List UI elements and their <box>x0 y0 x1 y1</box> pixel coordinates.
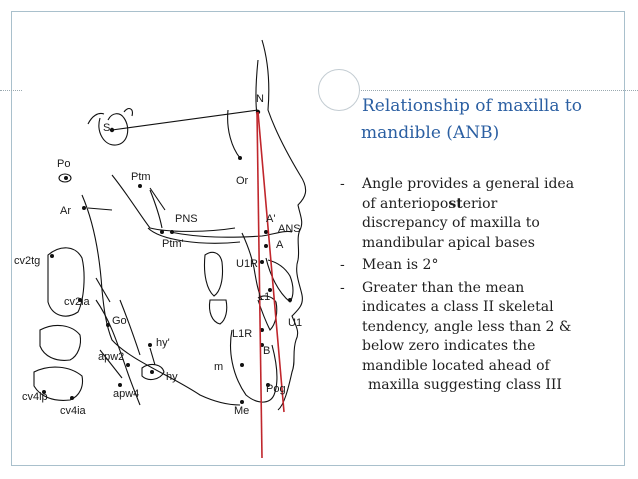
slide-frame <box>11 11 625 466</box>
ptm-fissure <box>149 189 163 229</box>
bullet-dash: - <box>340 279 345 296</box>
label-ptm-prime: Ptm' <box>162 238 184 250</box>
label-me: Me <box>234 405 249 417</box>
sella-nasion-line <box>111 109 259 131</box>
label-u1r: U1R <box>236 258 258 270</box>
header-rule-right <box>341 90 638 91</box>
label-hy: hy <box>166 371 178 383</box>
label-a-prime: A' <box>266 213 275 225</box>
label-u1: U1 <box>288 317 302 329</box>
label-ptm: Ptm <box>131 171 151 183</box>
label-pns: PNS <box>175 213 198 225</box>
bullet-angle-idea: - Angle provides a general idea of anter… <box>340 176 575 251</box>
nasion-b-point-line <box>257 111 285 413</box>
upper-incisor <box>265 257 294 303</box>
nasion-a-point-line <box>256 111 263 459</box>
label-cv2tg: cv2tg <box>14 255 40 267</box>
label-ans: ANS <box>278 223 301 235</box>
bullet-mean: - Mean is 2° <box>340 256 610 276</box>
upper-molar <box>203 251 224 297</box>
label-apw4: apw4 <box>113 388 139 400</box>
vertebra-c3 <box>39 324 82 361</box>
soft-tissue-profile <box>261 39 307 411</box>
label-go: Go <box>112 315 127 327</box>
label-m: m <box>214 361 223 373</box>
lower-molar <box>208 299 228 325</box>
label-pog: Pog <box>266 383 286 395</box>
final-line: maxilla suggesting class III <box>368 377 562 393</box>
bullet-greater-than-mean: - Greater than the mean indicates a clas… <box>340 279 572 374</box>
label-l1r: L1R <box>232 328 252 340</box>
label-cv4ia: cv4ia <box>60 405 87 417</box>
vertebra-c2 <box>47 247 85 317</box>
slide-body: - Angle provides a general idea of anter… <box>340 175 610 396</box>
label-cv2ia: cv2ia <box>64 296 91 308</box>
bullet-dash: - <box>340 176 345 192</box>
porion-outline <box>58 173 72 183</box>
label-po: Po <box>57 158 70 170</box>
hyoid-outline <box>141 363 165 381</box>
label-or: Or <box>236 175 249 187</box>
header-rule-left <box>0 90 22 91</box>
label-s: S <box>103 122 110 134</box>
palate-outline <box>169 230 293 238</box>
ramus-outline <box>81 194 241 406</box>
orbit-outline <box>227 109 241 159</box>
label-b: B <box>263 345 270 357</box>
slide-title-line1: Relationship of maxilla to <box>362 96 582 116</box>
airway-wall <box>95 299 141 406</box>
sella-outline <box>98 113 129 146</box>
label-hy-prime: hy' <box>156 337 170 349</box>
slide-title-line2: mandible (ANB) <box>361 123 500 143</box>
label-cv4ip: cv4ip <box>22 391 48 403</box>
label-apw2: apw2 <box>98 351 124 363</box>
title-marker-circle <box>318 69 360 111</box>
vertebra-c4 <box>33 366 84 401</box>
slide-title: Relationship of maxilla to mandible (ANB… <box>361 93 622 147</box>
label-n: N <box>256 93 264 105</box>
bullet-dash: - <box>340 257 345 273</box>
label-l1: L1 <box>258 291 270 303</box>
label-ar: Ar <box>60 205 71 217</box>
label-a: A <box>276 239 284 251</box>
